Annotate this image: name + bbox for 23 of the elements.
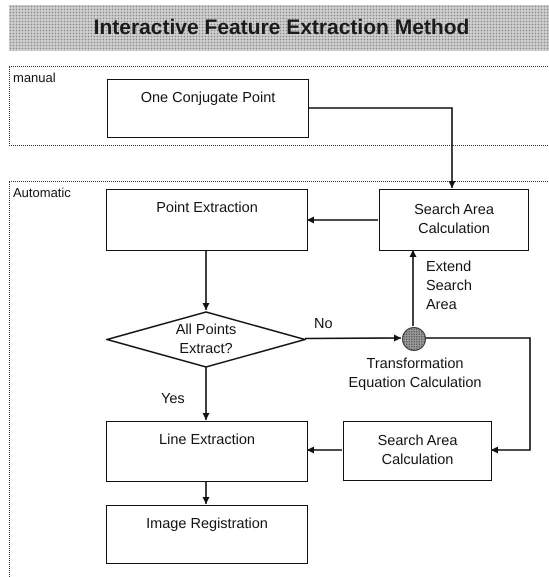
lane-label: Automatic bbox=[13, 185, 71, 200]
decision-diamond: All Points Extract? bbox=[106, 311, 306, 368]
node-caption: Transformation Equation Calculation bbox=[347, 355, 482, 393]
swimlane bbox=[9, 66, 549, 146]
arrow bbox=[308, 107, 456, 188]
arrow bbox=[307, 446, 342, 454]
process-box: Image Registration bbox=[106, 505, 308, 564]
arrow bbox=[305, 334, 401, 342]
arrow bbox=[202, 481, 210, 504]
arrow bbox=[202, 250, 210, 310]
process-box: One Conjugate Point bbox=[107, 79, 309, 138]
process-box: Search Area Calculation bbox=[343, 421, 492, 481]
arrow bbox=[425, 337, 531, 454]
process-box: Line Extraction bbox=[106, 421, 308, 482]
swimlane bbox=[9, 181, 549, 577]
arrow bbox=[202, 367, 210, 420]
process-box: Search Area Calculation bbox=[379, 189, 529, 251]
arrow bbox=[307, 216, 378, 224]
diagram-title: Interactive Feature Extraction Method bbox=[9, 5, 549, 51]
lane-label: manual bbox=[13, 70, 56, 85]
arrow bbox=[410, 250, 416, 326]
junction-circle bbox=[402, 327, 426, 351]
process-box: Point Extraction bbox=[106, 189, 308, 251]
